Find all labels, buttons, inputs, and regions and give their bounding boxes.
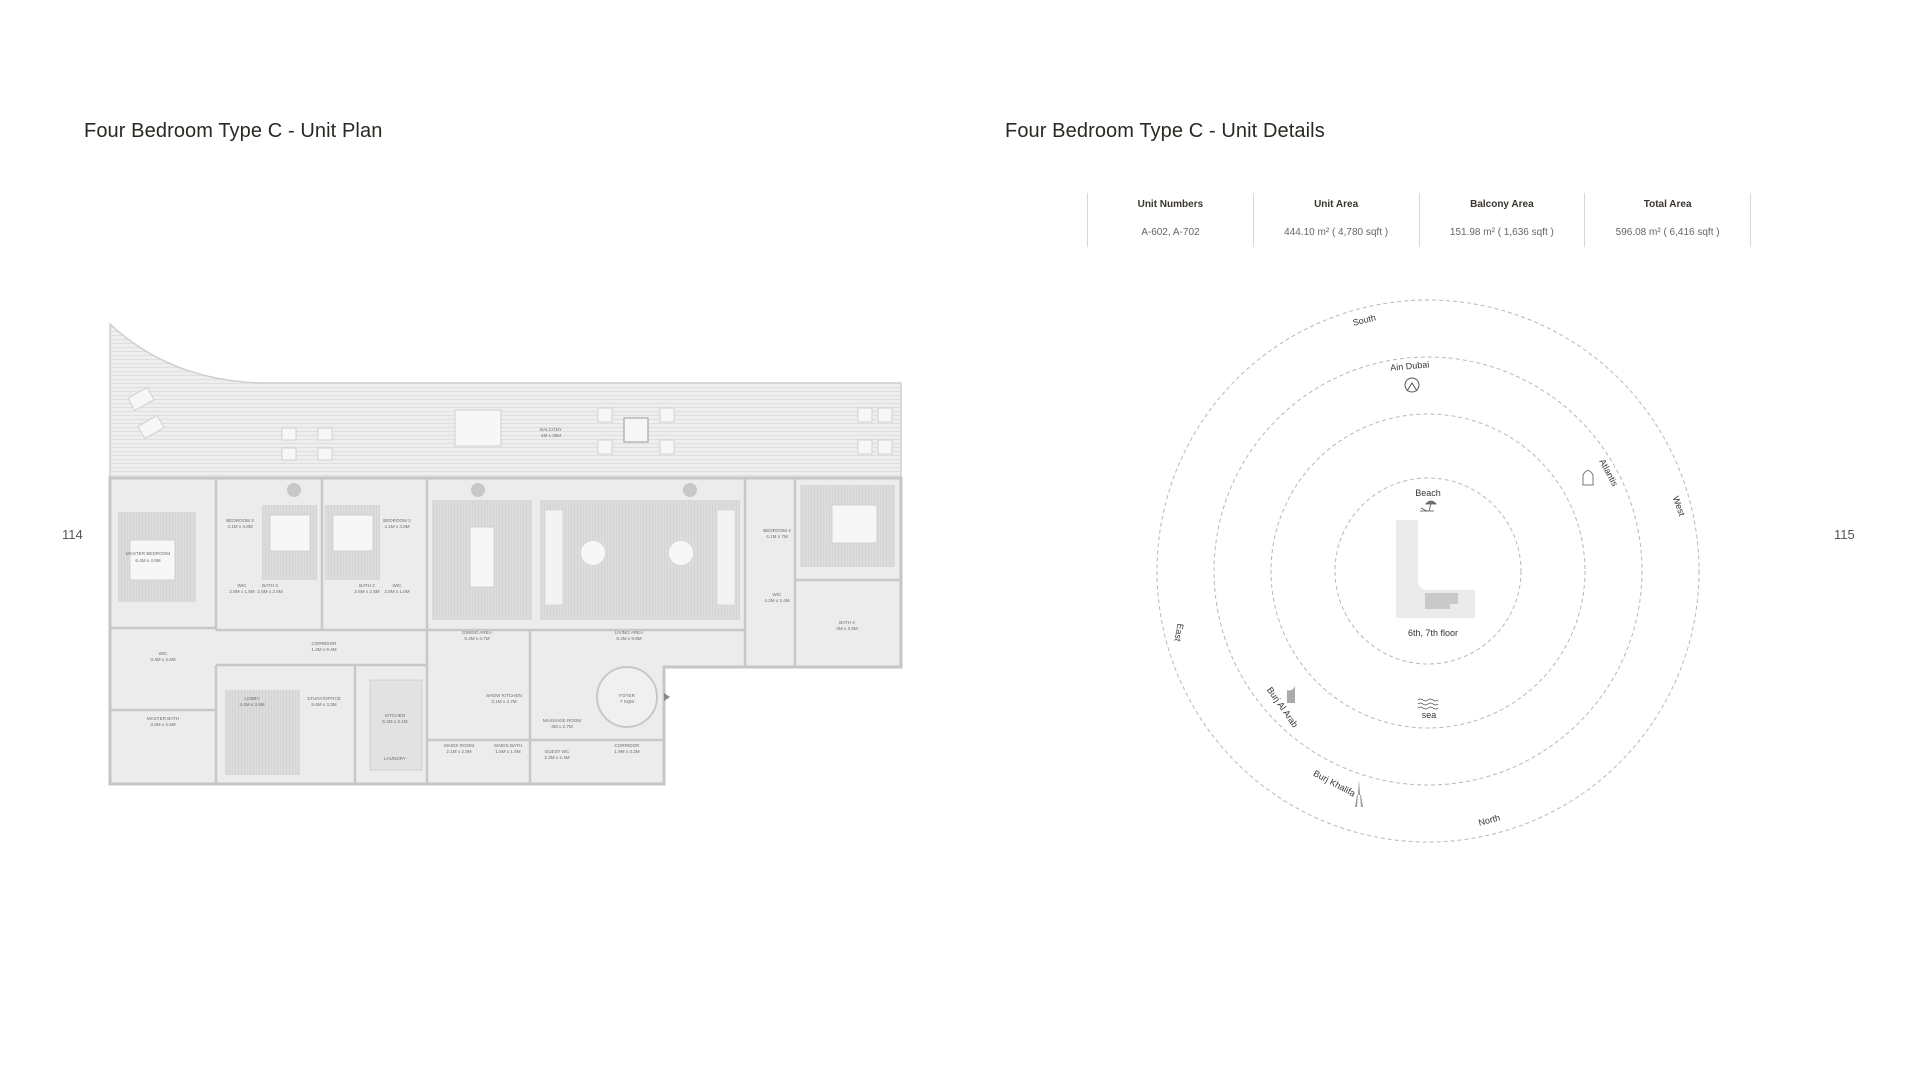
room-label: MAIDS ROOM xyxy=(444,743,474,748)
room-size: 2.1M x 2.9M xyxy=(446,749,471,754)
column-value: 596.08 m² ( 6,416 sqft ) xyxy=(1615,227,1720,238)
balcony-dining-table xyxy=(454,409,502,447)
column-header: Total Area xyxy=(1643,199,1692,210)
column-value: 151.98 m² ( 1,636 sqft ) xyxy=(1449,227,1554,238)
room-size: 4M x 36M xyxy=(541,433,561,438)
planters xyxy=(287,483,697,497)
lobby-rug xyxy=(225,690,300,775)
unit-details-title: Four Bedroom Type C - Unit Details xyxy=(1005,120,1325,142)
room-label: BATH 2 xyxy=(359,583,375,588)
coffee-table xyxy=(581,541,605,565)
room-label: LIVING AREA xyxy=(615,630,645,635)
room-label: KITCHEN xyxy=(385,713,405,718)
room-size: 2.6M x 2.5M xyxy=(257,589,282,594)
room-label: WIC xyxy=(393,583,403,588)
room-size: 1.2M x 9.4M xyxy=(311,647,336,652)
entrance-arrow xyxy=(664,693,670,701)
room-label: BATH 4 xyxy=(839,620,855,625)
room-size: 2.2M x 2.4M xyxy=(544,755,569,760)
room-size: 8.4M x 4.7M xyxy=(464,636,489,641)
room-size: 5.6M x 3.3M xyxy=(311,702,336,707)
room-label: MASTER BATH xyxy=(147,716,179,721)
room-size: 1.5M x 1.6M xyxy=(495,749,520,754)
room-label: WIC xyxy=(773,592,783,597)
room-label: GUEST WC xyxy=(545,749,570,754)
room-label: WIC xyxy=(238,583,248,588)
room-size: 6.4M x 4.8M xyxy=(135,558,160,563)
balcony-table xyxy=(623,417,649,443)
column-header: Balcony Area xyxy=(1470,199,1534,210)
sofa xyxy=(544,509,564,606)
column-value: A-602, A-702 xyxy=(1141,227,1200,238)
balcony-chairs xyxy=(127,386,893,461)
room-label: BEDROOM 3 xyxy=(226,518,254,523)
room-size: 3M x 2.7M xyxy=(551,724,573,729)
room-label: BALCONY xyxy=(540,427,562,432)
room-size: 3.4M x 3.9M xyxy=(239,702,264,707)
room-size: 3.1M x 4.7M xyxy=(491,699,516,704)
room-label: WIC xyxy=(159,651,169,656)
column-header: Unit Area xyxy=(1314,199,1359,210)
master-bed xyxy=(129,539,176,581)
room-size: 1.9M x 3.2M xyxy=(614,749,639,754)
room-label: DINING AREA xyxy=(462,630,493,635)
room-size: 2.6M x 2.5M xyxy=(354,589,379,594)
room-label: MASSAGE ROOM xyxy=(543,718,581,723)
room-size: 2.8M x 1.8M xyxy=(384,589,409,594)
room-size: 4M x 3.8M xyxy=(836,626,858,631)
column-header: Unit Numbers xyxy=(1137,199,1204,210)
room-label: MASTER BEDROOM xyxy=(126,551,170,556)
unit-plan-title: Four Bedroom Type C - Unit Plan xyxy=(84,120,383,142)
room-size: 8.4M x 9.8M xyxy=(616,636,641,641)
column-value: 444.10 m² ( 4,780 sqft ) xyxy=(1284,227,1389,238)
foyer xyxy=(596,666,658,728)
room-labels: BALCONY 4M x 36M MASTER BEDROOM 6.4M x 4… xyxy=(126,427,858,761)
room-label: STUDY/OFFICE xyxy=(307,696,341,701)
room-label: LOBBY xyxy=(244,696,259,701)
bedroom3-bed xyxy=(269,514,311,552)
bedroom2-bed xyxy=(332,514,374,552)
room-label: FOYER xyxy=(619,693,636,698)
page-number-right: 115 xyxy=(1834,527,1855,542)
kitchen-counter xyxy=(369,679,423,771)
room-label: BEDROOM 2 xyxy=(383,518,411,523)
total-area-column: Total Area 596.08 m² ( 6,416 sqft ) xyxy=(1584,193,1751,247)
room-label: LAUNDRY xyxy=(384,756,406,761)
room-size: 7 SQM xyxy=(620,699,634,704)
room-label: SHOW KITCHEN xyxy=(486,693,522,698)
room-label: MAIDS BATH xyxy=(494,743,522,748)
room-size: 5.2M x 3.1M xyxy=(382,719,407,724)
sofa xyxy=(716,509,736,606)
room-size: 4.1M x 7M xyxy=(766,534,788,539)
room-size: 3.4M x 4.6M xyxy=(150,657,175,662)
balcony-area-column: Balcony Area 151.98 m² ( 1,636 sqft ) xyxy=(1418,193,1585,247)
interior-walls xyxy=(110,478,901,784)
room-label: BATH 3 xyxy=(262,583,278,588)
unit-area-column: Unit Area 444.10 m² ( 4,780 sqft ) xyxy=(1252,193,1419,247)
coffee-table xyxy=(669,541,693,565)
room-size: 4.1M x 4.8M xyxy=(384,524,409,529)
page-number-left: 114 xyxy=(62,527,83,542)
room-size: 3.6M x 4.6M xyxy=(150,722,175,727)
unit-details-table: Unit Numbers A-602, A-702 Unit Area 444.… xyxy=(1087,193,1751,247)
dining-table xyxy=(469,526,495,588)
room-size: 4.1M x 4.8M xyxy=(227,524,252,529)
bedroom4-bed xyxy=(831,504,878,544)
living-rug xyxy=(540,500,740,620)
room-label: CORRIDOR xyxy=(311,641,337,646)
balcony-deck xyxy=(109,322,902,479)
room-size: 4.2M x 2.4M xyxy=(764,598,789,603)
room-label: BEDROOM 4 xyxy=(763,528,791,533)
room-label: CORRIDOR xyxy=(614,743,640,748)
room-size: 2.8M x 1.8M xyxy=(229,589,254,594)
unit-numbers-column: Unit Numbers A-602, A-702 xyxy=(1087,193,1253,247)
